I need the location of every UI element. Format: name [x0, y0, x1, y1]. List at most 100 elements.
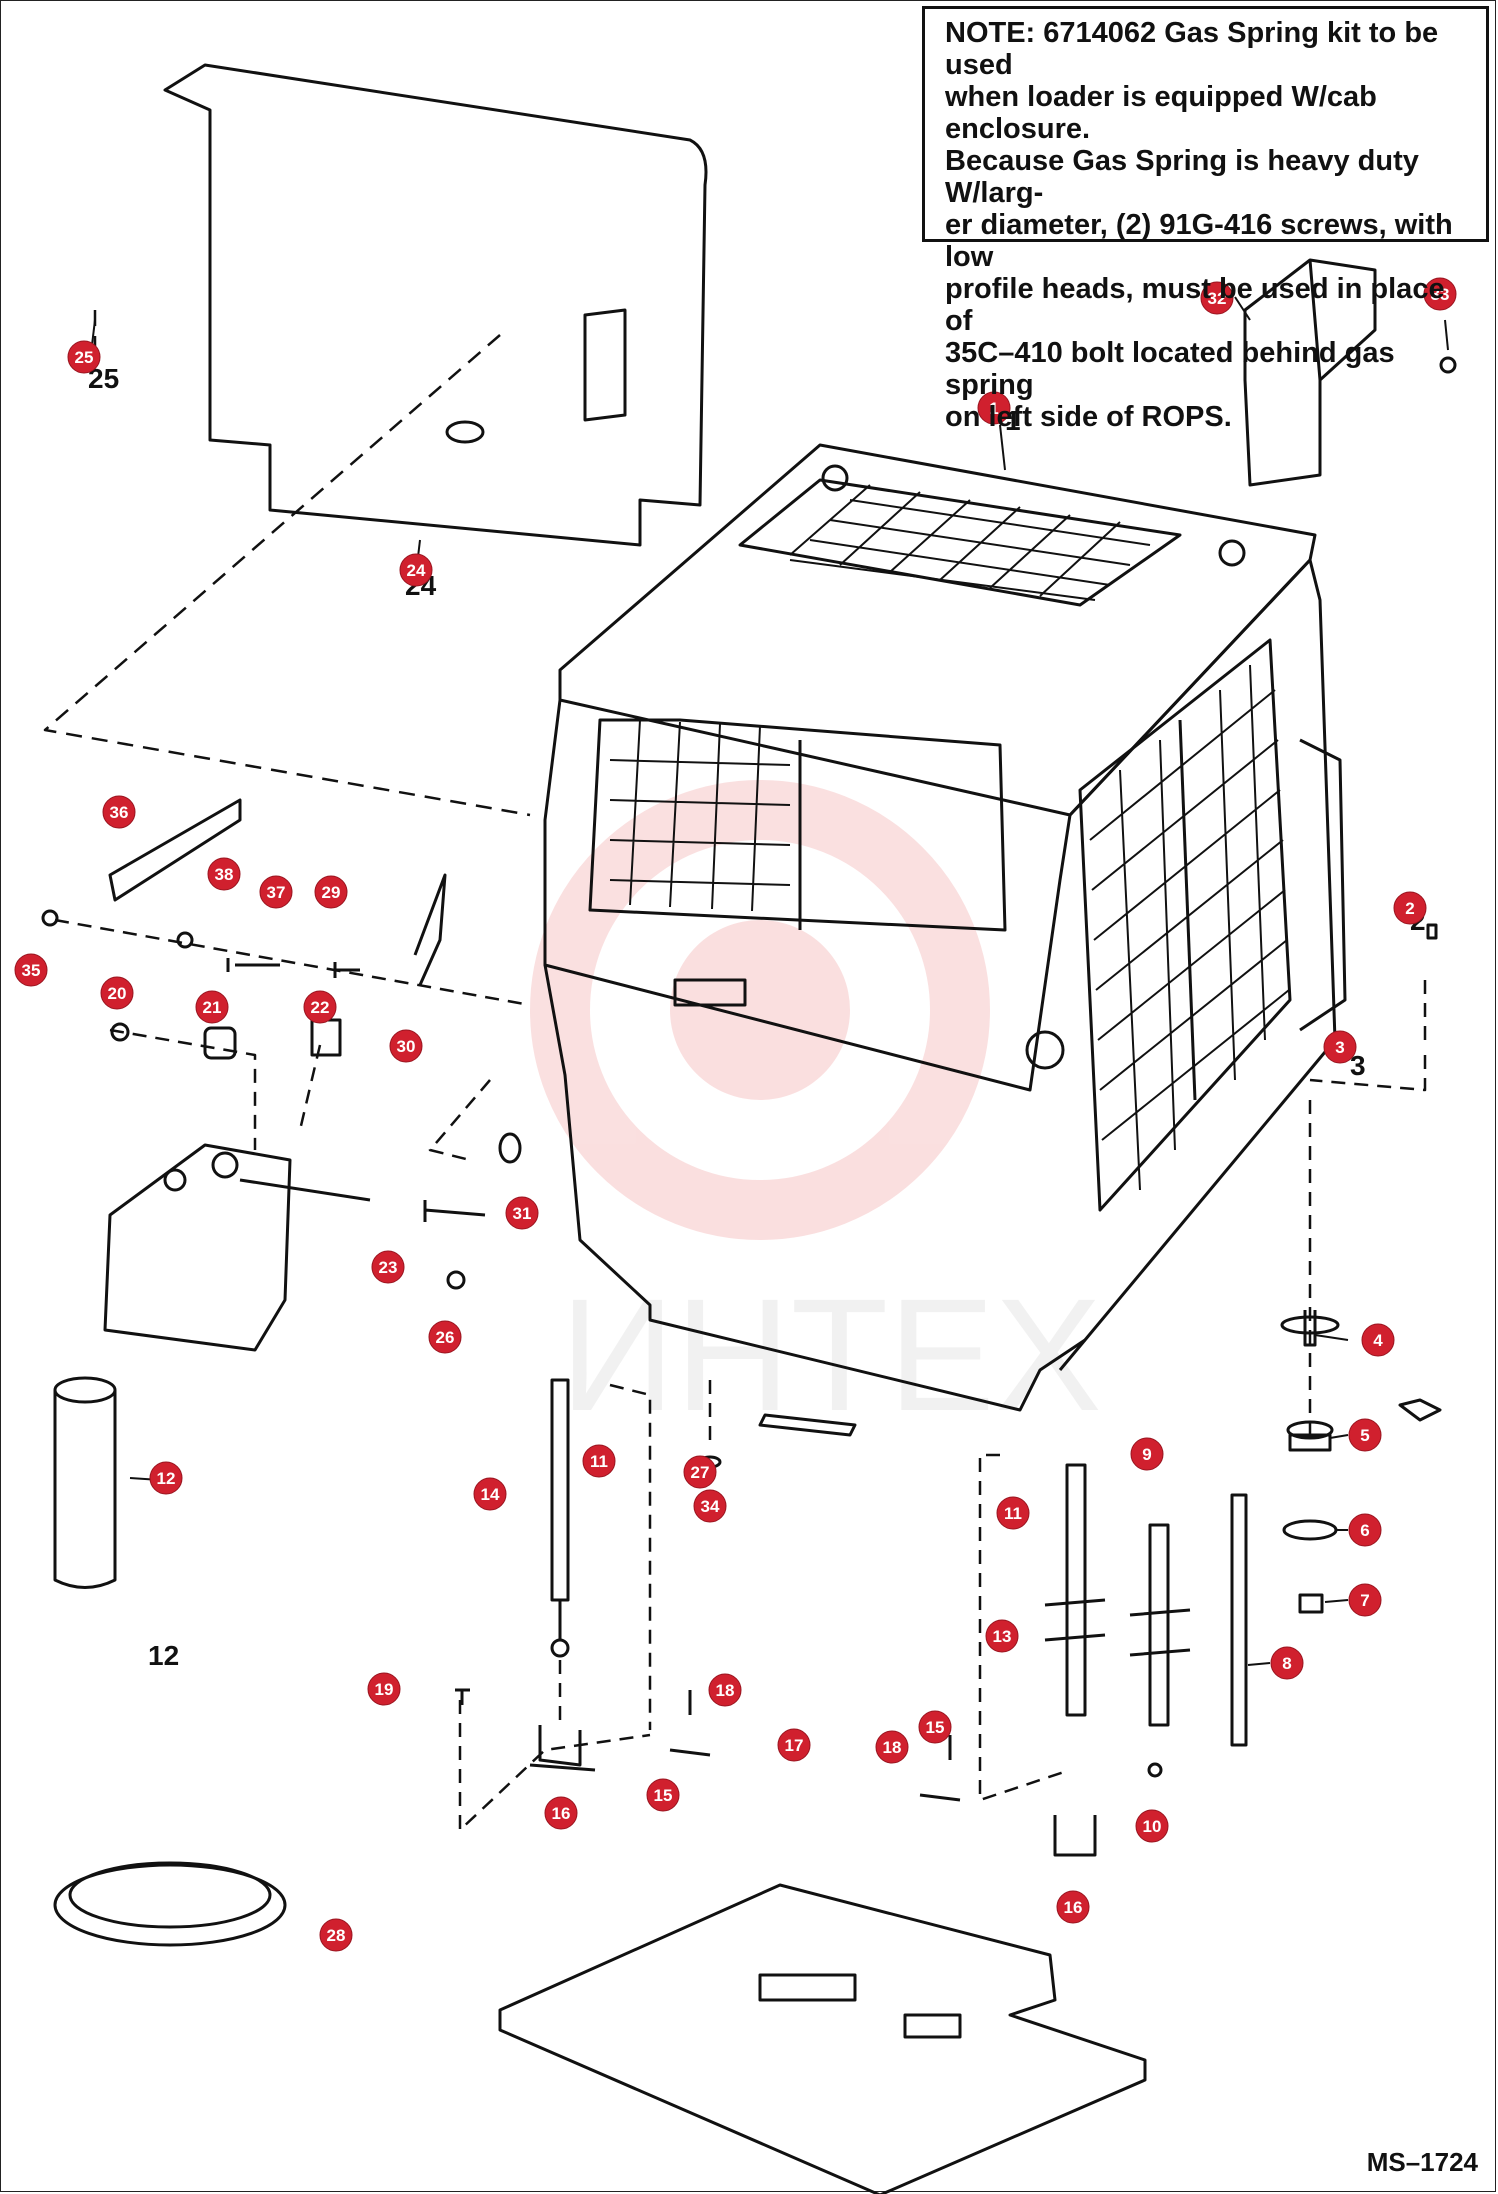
part-16-clevis-right: [688, 1690, 1097, 1857]
callout-number: 38: [215, 865, 234, 884]
callout-32: 32: [1200, 281, 1234, 315]
callout-31: 31: [505, 1196, 539, 1230]
callout-number: 31: [513, 1204, 532, 1223]
part-36-strip: [41, 798, 447, 986]
note-line-2: when loader is equipped W/cab enclosure.: [945, 81, 1377, 145]
callout-number: 2: [1405, 899, 1414, 918]
callout-15: 15: [646, 1778, 680, 1812]
callout-number: 21: [203, 998, 222, 1017]
callout-14: 14: [473, 1477, 507, 1511]
callout-number: 7: [1360, 1591, 1369, 1610]
callout-number: 18: [716, 1681, 735, 1700]
callout-2: 2: [1393, 891, 1427, 925]
callout-10: 10: [1135, 1809, 1169, 1843]
part-4-7-hardware: [1280, 923, 1442, 1614]
callout-4: 4: [1361, 1323, 1395, 1357]
callout-28: 28: [319, 1918, 353, 1952]
callout-number: 6: [1360, 1521, 1369, 1540]
callout-number: 5: [1360, 1426, 1369, 1445]
note-line-6: 35C–410 bolt located behind gas spring: [945, 337, 1395, 401]
part-9-rod: [1129, 1523, 1191, 1778]
assembly-lines-left: [54, 918, 1427, 1440]
side-grille-mesh: [1089, 664, 1290, 1191]
note-line-1: 6714062 Gas Spring kit to be used: [945, 17, 1439, 81]
part-17-floor-plate: [498, 1883, 1147, 2194]
callout-12: 12: [149, 1461, 183, 1495]
callout-18: 18: [875, 1730, 909, 1764]
callout-5: 5: [1348, 1418, 1382, 1452]
callout-number: 19: [375, 1680, 394, 1699]
svg-text:3: 3: [1350, 1050, 1366, 1081]
note-box: NOTE: 6714062 Gas Spring kit to be used …: [922, 6, 1489, 433]
note-line-4: er diameter, (2) 91G-416 screws, with lo…: [945, 209, 1453, 273]
callout-number: 28: [327, 1926, 346, 1945]
part-cab-enclosure: [543, 443, 1347, 1412]
callout-number: 13: [993, 1627, 1012, 1646]
callout-number: 27: [691, 1463, 710, 1482]
callout-1: 1: [977, 391, 1011, 425]
callout-number: 8: [1282, 1654, 1291, 1673]
callout-number: 17: [785, 1736, 804, 1755]
callout-number: 26: [436, 1328, 455, 1347]
callout-13: 13: [985, 1619, 1019, 1653]
callout-number: 11: [590, 1452, 608, 1471]
callout-27: 27: [683, 1455, 717, 1489]
callout-7: 7: [1348, 1583, 1382, 1617]
callout-29: 29: [314, 875, 348, 909]
callout-23: 23: [371, 1250, 405, 1284]
note-line-3: Because Gas Spring is heavy duty W/larg-: [945, 145, 1419, 209]
callout-30: 30: [389, 1029, 423, 1063]
callout-number: 25: [75, 348, 94, 367]
callout-number: 22: [311, 998, 330, 1017]
callout-16: 16: [544, 1796, 578, 1830]
watermark-text: ИНТЕХ: [560, 1265, 1102, 1444]
svg-text:12: 12: [148, 1640, 179, 1671]
callout-11: 11: [996, 1496, 1030, 1530]
callout-number: 35: [22, 961, 41, 980]
callout-25: 25: [67, 340, 101, 374]
assembly-lines-lower-left: [458, 1380, 1071, 1832]
callout-number: 29: [322, 883, 341, 902]
callout-number: 9: [1142, 1445, 1151, 1464]
callout-34: 34: [693, 1489, 727, 1523]
callout-number: 37: [267, 883, 286, 902]
callout-number: 32: [1208, 289, 1227, 308]
callout-33: 33: [1423, 277, 1457, 311]
callout-number: 34: [701, 1497, 720, 1516]
note-line-5: profile heads, must be used in place of: [945, 273, 1445, 337]
part-13-rod: [1044, 1463, 1106, 1717]
callout-number: 4: [1373, 1331, 1383, 1350]
callout-20: 20: [100, 976, 134, 1010]
callout-number: 23: [379, 1258, 398, 1277]
callout-17: 17: [777, 1728, 811, 1762]
callout-18: 18: [708, 1673, 742, 1707]
callout-36: 36: [102, 795, 136, 829]
part-14-gas-spring: [550, 1378, 570, 1658]
callout-6: 6: [1348, 1513, 1382, 1547]
part-16-clevis-left: [529, 1725, 596, 1772]
drawing-code: MS–1724: [1366, 2147, 1478, 2177]
part-32-light: [1243, 258, 1457, 487]
part-mount-bracket: [103, 1143, 371, 1352]
callout-9: 9: [1130, 1437, 1164, 1471]
callout-number: 3: [1335, 1038, 1344, 1057]
callout-16: 16: [1056, 1890, 1090, 1924]
callout-number: 16: [1064, 1898, 1083, 1917]
front-window-mesh: [609, 719, 791, 912]
callout-number: 20: [108, 984, 127, 1003]
callout-number: 30: [397, 1037, 416, 1056]
callout-number: 36: [110, 803, 129, 822]
callout-markers: 1234567891011111213141515161617181819202…: [14, 277, 1457, 1952]
callout-11: 11: [582, 1444, 616, 1478]
part-rear-panel: [163, 63, 708, 547]
callout-number: 10: [1143, 1817, 1162, 1836]
callout-number: 14: [481, 1485, 500, 1504]
callout-number: 11: [1004, 1504, 1022, 1523]
callout-21: 21: [195, 990, 229, 1024]
callout-37: 37: [259, 875, 293, 909]
callout-15: 15: [918, 1710, 952, 1744]
part-20-22-hardware: [110, 1018, 342, 1060]
callout-38: 38: [207, 857, 241, 891]
